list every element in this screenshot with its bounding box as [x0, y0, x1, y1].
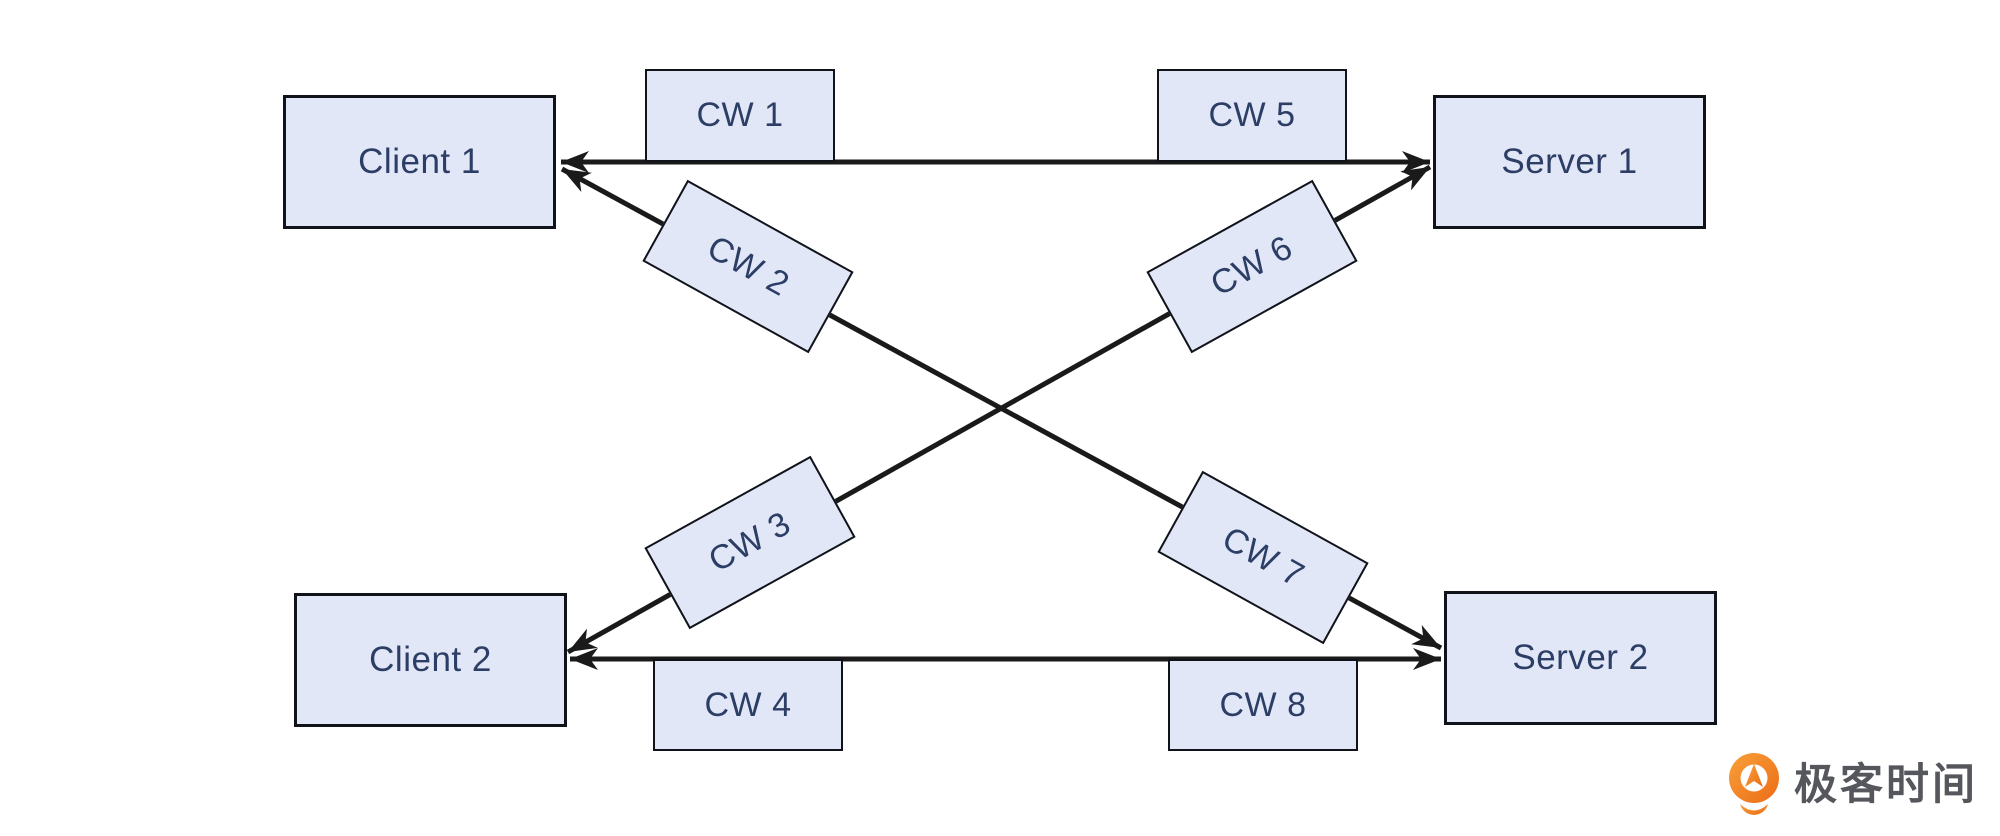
cw-4-box: CW 4 [653, 659, 843, 751]
node-client-1-label: Client 1 [358, 142, 481, 181]
cw-8-box: CW 8 [1168, 659, 1358, 751]
node-server-2: Server 2 [1444, 591, 1717, 725]
cw-5-label: CW 5 [1208, 96, 1296, 134]
cw-8-label: CW 8 [1219, 685, 1307, 724]
geektime-logo: 极客时间 [1728, 753, 1978, 817]
geektime-logo-text: 极客时间 [1794, 761, 1978, 809]
cw-1-box: CW 1 [645, 69, 835, 162]
node-client-1: Client 1 [283, 95, 556, 229]
cw-5-box: CW 5 [1157, 69, 1347, 162]
node-client-2: Client 2 [294, 593, 567, 727]
node-server-1: Server 1 [1433, 95, 1706, 229]
node-server-2-label: Server 2 [1512, 638, 1649, 677]
cw-4-label: CW 4 [704, 685, 792, 724]
node-client-2-label: Client 2 [369, 640, 492, 679]
cw-1-label: CW 1 [696, 96, 784, 134]
cw-7-label: CW 7 [1215, 519, 1311, 595]
geektime-logo-icon [1729, 753, 1779, 815]
cw-6-label: CW 6 [1204, 228, 1300, 304]
node-server-1-label: Server 1 [1501, 142, 1638, 181]
cw-2-label: CW 2 [700, 228, 796, 304]
cw-3-label: CW 3 [702, 504, 798, 580]
